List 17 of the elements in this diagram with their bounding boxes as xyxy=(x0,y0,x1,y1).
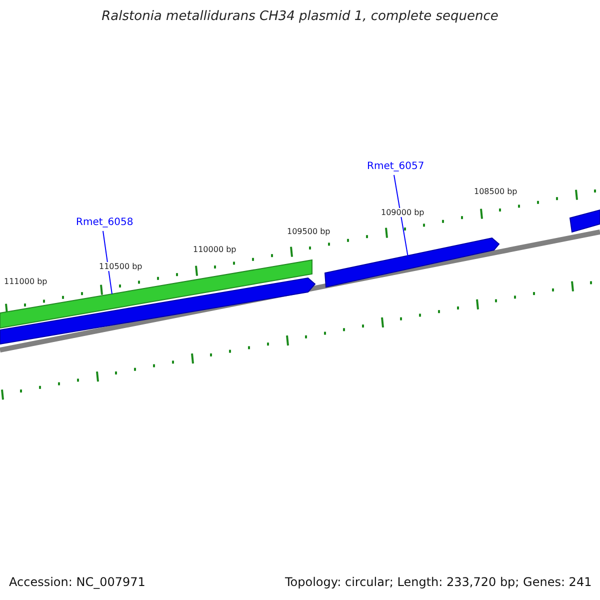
gene-label: Rmet_6057 xyxy=(367,161,424,172)
summary-text: Topology: circular; Length: 233,720 bp; Genes: 241 xyxy=(285,575,592,589)
tick-label: 109500 bp xyxy=(286,227,332,236)
leader-line xyxy=(102,230,112,294)
title: Ralstonia metallidurans CH34 plasmid 1, complete sequence xyxy=(100,9,500,24)
gene-arrow xyxy=(569,209,600,233)
gene-label: Rmet_6058 xyxy=(76,217,134,228)
tick-label: 110000 bp xyxy=(192,245,238,254)
gene-bar xyxy=(0,259,312,329)
leader-line xyxy=(394,174,408,258)
gene-arrow xyxy=(0,277,316,345)
tick-label: 109000 bp xyxy=(380,208,426,217)
accession-text: Accession: NC_007971 xyxy=(9,575,146,589)
tick-label: 110500 bp xyxy=(98,262,144,271)
gene-arrow xyxy=(324,237,500,288)
tick-label: 111000 bp xyxy=(3,277,48,286)
tick-label: 108500 bp xyxy=(473,187,518,196)
